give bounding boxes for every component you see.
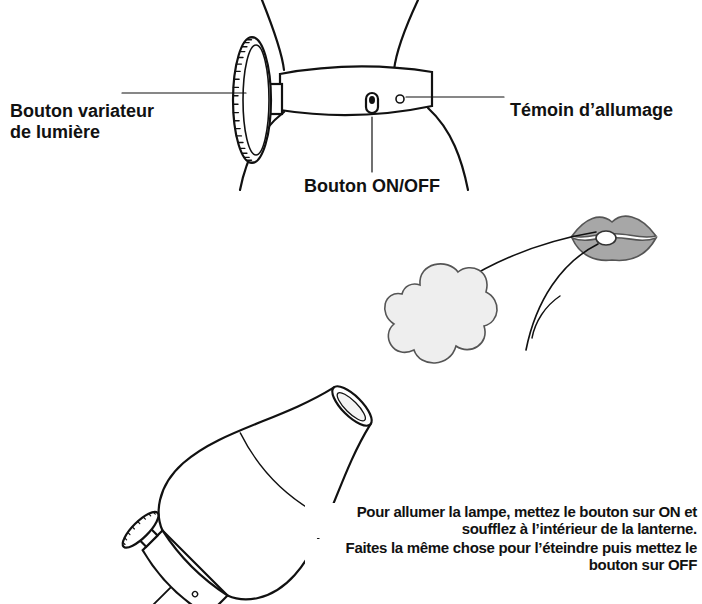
dimmer-knob [233,37,271,163]
knurl-stroke [123,542,125,544]
knurl-stroke [240,51,245,52]
knurl-stroke [247,39,252,40]
knurl-stroke [233,87,238,88]
knurl-stroke [242,46,247,47]
knurl-stroke [235,71,240,72]
on-off-switch [366,93,378,113]
lamp-body-line [394,0,418,70]
knurl-stroke [138,521,140,523]
knurl-stroke [236,63,241,64]
breath-cloud [385,264,497,363]
knurl-stroke [125,538,127,540]
part-label: Témoin d’allumage [508,100,675,121]
leader-line [122,92,246,93]
knurl-stroke [240,148,245,149]
power-led [396,95,404,103]
breath-line [526,244,598,350]
knurl-stroke [233,103,238,104]
dimmer-knob-face [243,45,269,155]
knurl-stroke [149,514,151,516]
part-label: Bouton ON/OFF [302,176,442,197]
knurl-stroke [238,142,243,143]
lantern-knob [118,507,163,552]
mouth-opening [596,231,616,245]
knurl-stroke [249,37,254,38]
knurl-stroke [244,42,249,43]
knurl-stroke [123,546,125,548]
part-label: Bouton variateur de lumière [8,101,172,142]
lantern-opening-inner [334,389,369,424]
knurl-stroke [249,161,254,162]
lantern-opening [327,381,378,432]
switch-toggle [369,96,375,104]
knurl-stroke [238,57,243,58]
knurl-stroke [234,120,239,121]
power-cord [55,587,171,604]
knurl-stroke [247,160,252,161]
knurl-stroke [234,78,239,79]
knurl-stroke [244,157,249,158]
knurl-stroke [233,95,238,96]
instruction-note: Faites la même chose pour l’éteindre pui… [305,539,699,574]
leader-line [406,96,504,97]
lamp-collar [280,66,432,115]
knurl-stroke [153,512,155,514]
knurl-stroke [233,112,238,113]
knurl-stroke [132,527,134,529]
lantern-led [191,590,198,597]
breath-wisp [532,296,560,338]
knurl-stroke [235,128,240,129]
leader-line [371,117,372,172]
knurl-stroke [242,153,247,154]
knurl-stroke [156,512,158,514]
knurl-stroke [143,517,145,519]
knurl-stroke [128,532,130,534]
instruction-note: Pour allumer la lampe, mettez le bouton … [305,503,699,538]
knurl-stroke [236,135,241,136]
